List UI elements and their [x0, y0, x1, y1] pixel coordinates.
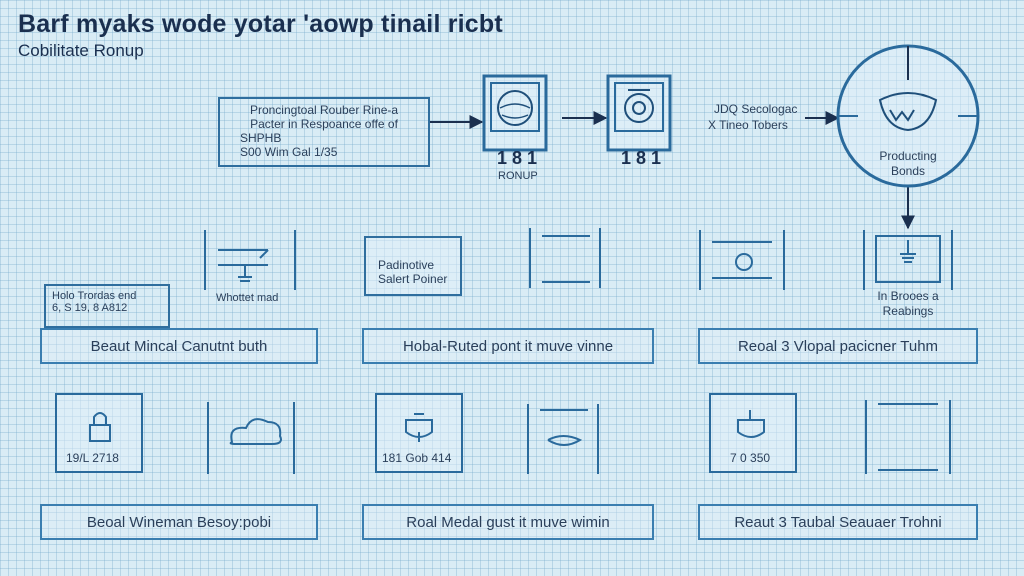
row2-icon1-label: 19/L 2718: [66, 451, 119, 465]
node1-label: RONUP: [498, 170, 538, 182]
cloud-icon: [229, 418, 282, 445]
row1-frames: [204, 228, 953, 290]
bonds-label-1: Producting: [879, 149, 937, 163]
process-line-4: S00 Wim Gal 1/35: [240, 145, 338, 159]
mid-text-2: X Tineo Tobers: [708, 118, 788, 132]
bar-row2-2: Roal Medal gust it muve wimin: [362, 504, 654, 540]
camera-icon: [624, 93, 654, 123]
node2-number: 1 8 1: [621, 148, 662, 168]
page-subtitle: Cobilitate Ronup: [18, 41, 144, 60]
row2-frames: [55, 393, 951, 474]
bonds-node: [836, 44, 980, 188]
bar-row2-1: Beoal Wineman Besoy:pobi: [40, 504, 318, 540]
globe-icon: [497, 90, 533, 126]
process-line-3: SHPHB: [240, 131, 282, 145]
node1-number: 1 8 1: [497, 148, 538, 168]
coin-icon: [735, 253, 753, 271]
row2-icon3-label: 7 0 350: [730, 451, 771, 465]
left-tag-line-1: Holo Trordas end: [52, 290, 137, 302]
node-1: [482, 74, 548, 152]
mid-text-1: JDQ Secologac: [714, 102, 798, 116]
right-caption-2: Reabings: [882, 304, 934, 318]
process-box: Proncingtoal Rouber Rine-a Pacter in Res…: [218, 97, 430, 167]
node-2: [606, 74, 672, 152]
bar-row1-1: Beaut Mincal Canutnt buth: [40, 328, 318, 364]
process-line-2: Pacter in Respoance offe of: [250, 117, 398, 131]
left-tag-box: Holo Trordas end 6, S 19, 8 A812: [44, 284, 170, 328]
bar-row2-3: Reaut 3 Taubal Seauaer Trohni: [698, 504, 978, 540]
crown-icon: [878, 92, 938, 132]
info-box-2-line-1: Padinotive: [378, 258, 435, 272]
pot-icon: [405, 413, 433, 442]
page-title: Barf myaks wode yotar 'aowp tinail ricbt: [18, 10, 503, 38]
bar-row1-2: Hobal-Ruted pont it muve vinne: [362, 328, 654, 364]
info-box-2: Padinotive Salert Poiner: [364, 236, 462, 296]
cup-icon: [737, 410, 765, 438]
bonds-label-2: Bonds: [890, 164, 926, 178]
lock-icon: [89, 412, 111, 442]
left-tag-line-2: 6, S 19, 8 A812: [52, 302, 128, 314]
process-line-1: Proncingtoal Rouber Rine-a: [249, 103, 399, 117]
bar-row1-3: Reoal 3 Vlopal pacicner Tuhm: [698, 328, 978, 364]
right-caption-1: In Brooes a: [877, 289, 939, 303]
info-box-2-line-2: Salert Poiner: [378, 272, 448, 286]
row2-icon2-label: 181 Gob 414: [382, 451, 452, 465]
icon1-label: Whottet mad: [216, 292, 279, 304]
